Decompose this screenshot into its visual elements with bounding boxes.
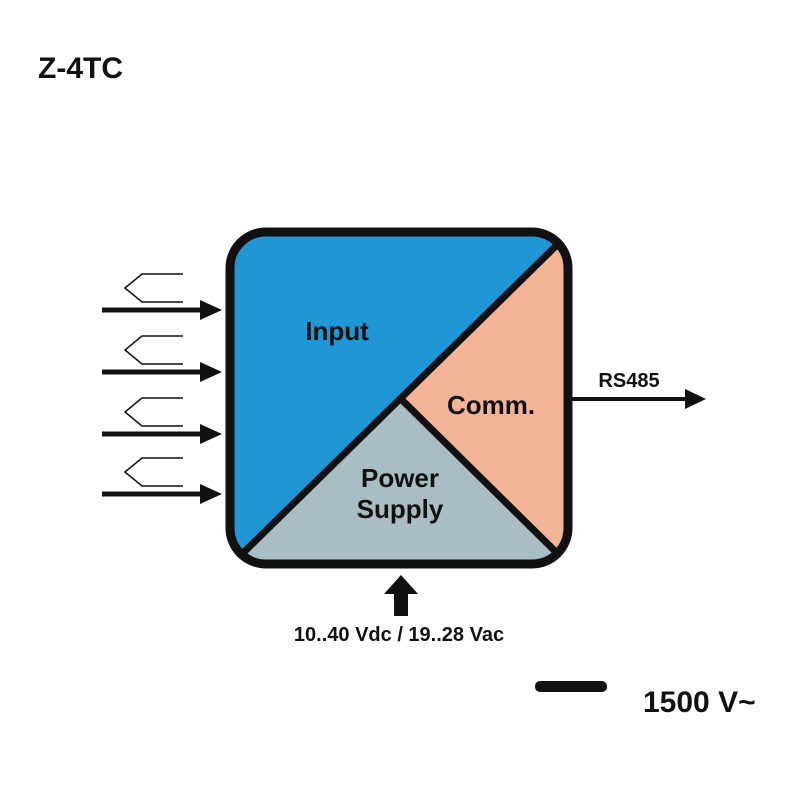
isolation-legend: 1500 V~ bbox=[535, 681, 756, 719]
thermocouple-icon bbox=[123, 397, 183, 427]
thermocouple-input-4 bbox=[102, 457, 222, 504]
rs485-label: RS485 bbox=[598, 370, 659, 392]
input-arrowhead bbox=[200, 424, 222, 444]
thermocouple-input-3 bbox=[102, 397, 222, 444]
module-block: Input Comm. Power Supply bbox=[225, 227, 573, 569]
isolation-label: 1500 V~ bbox=[643, 686, 756, 719]
thermocouple-inputs bbox=[102, 273, 222, 504]
isolation-bar-icon bbox=[535, 681, 607, 692]
thermocouple-icon bbox=[123, 273, 183, 303]
output-arrowhead bbox=[685, 389, 706, 409]
thermocouple-input-1 bbox=[102, 273, 222, 320]
input-arrowhead bbox=[200, 484, 222, 504]
power-supply-input: 10..40 Vdc / 19..28 Vac bbox=[294, 575, 504, 646]
input-arrowhead bbox=[200, 300, 222, 320]
power-label-line1: Power bbox=[361, 463, 439, 493]
thermocouple-icon bbox=[123, 457, 183, 487]
power-label-line2: Supply bbox=[357, 494, 444, 524]
input-arrowhead bbox=[200, 362, 222, 382]
comm-label: Comm. bbox=[447, 390, 535, 420]
input-label: Input bbox=[305, 316, 369, 346]
thermocouple-icon bbox=[123, 335, 183, 365]
diagram-title: Z-4TC bbox=[38, 52, 123, 85]
thermocouple-input-2 bbox=[102, 335, 222, 382]
supply-arrowhead bbox=[384, 575, 418, 594]
supply-label: 10..40 Vdc / 19..28 Vac bbox=[294, 624, 504, 646]
comm-region bbox=[402, 232, 568, 564]
divider-input-comm bbox=[237, 239, 563, 559]
supply-arrow-shaft bbox=[394, 592, 408, 616]
power-region bbox=[230, 400, 568, 564]
divider-comm-power bbox=[399, 397, 563, 559]
module-outline bbox=[225, 227, 573, 569]
rs485-output: RS485 bbox=[572, 370, 706, 409]
